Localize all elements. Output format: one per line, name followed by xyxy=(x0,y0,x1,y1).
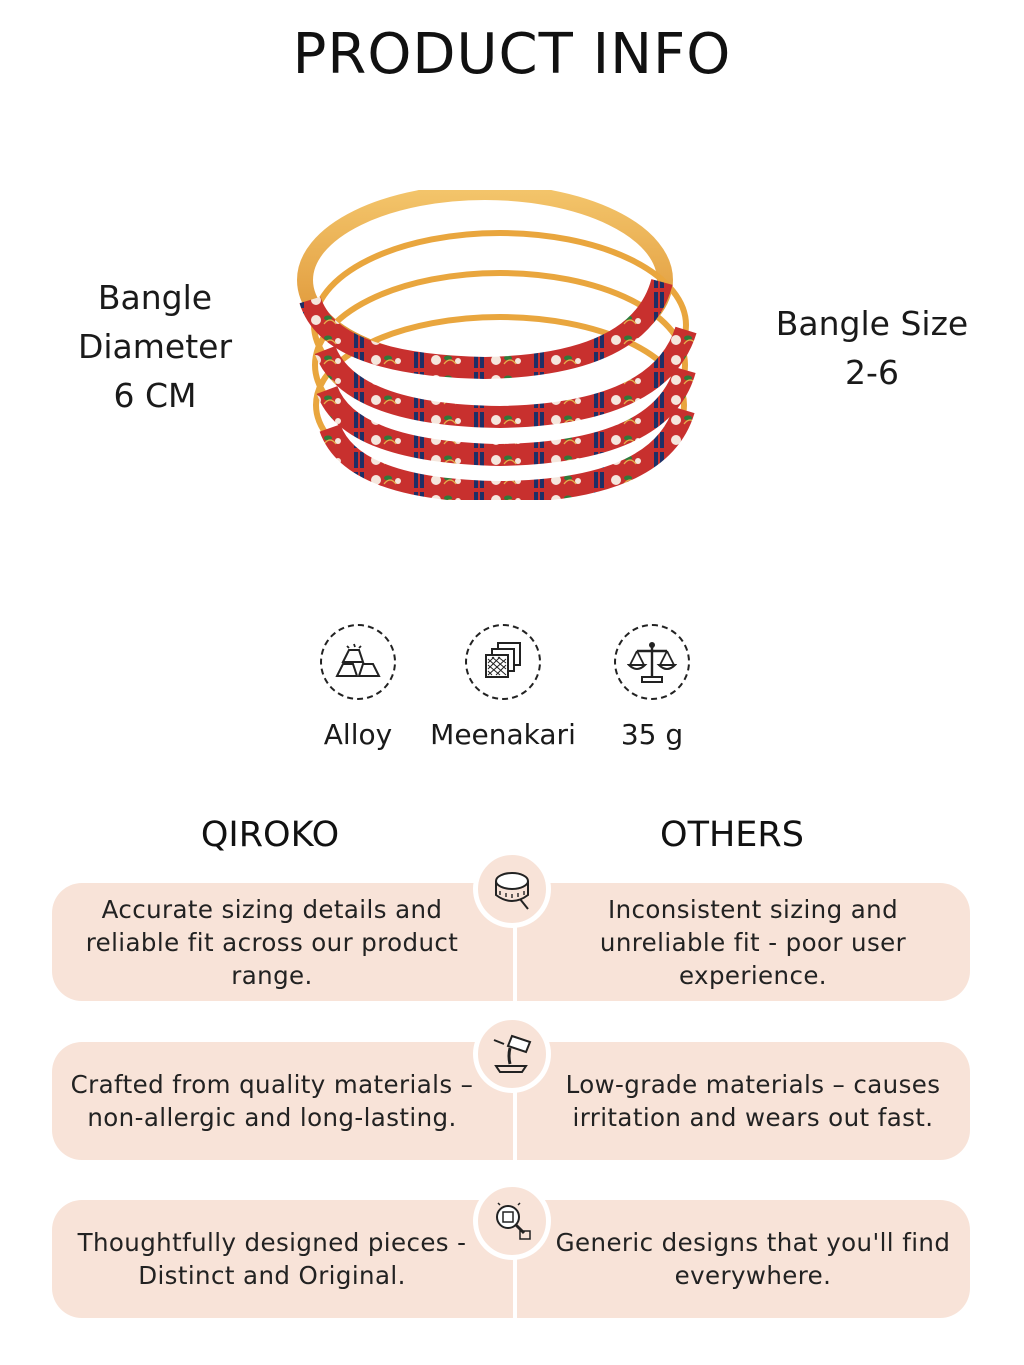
row-divider xyxy=(513,883,517,1001)
brand-point: Accurate sizing details and reliable fit… xyxy=(85,894,459,990)
bangle-stack xyxy=(297,190,697,500)
brand-point: Thoughtfully designed pieces - Distinct … xyxy=(77,1228,467,1290)
magnifier-design-icon xyxy=(473,1182,551,1260)
others-point: Generic designs that you'll find everywh… xyxy=(555,1228,951,1290)
others-heading: OTHERS xyxy=(660,815,804,855)
molten-metal-pour-icon xyxy=(473,1015,551,1093)
gold-bars-icon xyxy=(320,624,396,700)
others-point: Inconsistent sizing and unreliable fit -… xyxy=(599,894,907,990)
size-value: 2-6 xyxy=(845,353,899,392)
diameter-value: 6 CM xyxy=(113,376,197,415)
bangles-product-image xyxy=(297,190,697,500)
feature-weight: 35 g xyxy=(577,624,727,751)
bangle-size-spec: Bangle Size 2-6 xyxy=(760,299,984,397)
size-line-1: Bangle Size xyxy=(775,304,969,343)
others-point: Low-grade materials – causes irritation … xyxy=(565,1070,941,1132)
diameter-line-1: Bangle xyxy=(97,278,213,317)
brand-heading: QIROKO xyxy=(200,815,340,855)
bangle-diameter-spec: Bangle Diameter 6 CM xyxy=(45,273,265,420)
diameter-line-2: Diameter xyxy=(77,327,233,366)
balance-scale-icon xyxy=(614,624,690,700)
feature-craft: Meenakari xyxy=(428,624,578,751)
feature-label: 35 g xyxy=(620,718,684,751)
feature-label: Alloy xyxy=(323,718,393,751)
feature-material: Alloy xyxy=(283,624,433,751)
page-title: PRODUCT INFO xyxy=(292,22,732,87)
row-divider xyxy=(513,1042,517,1160)
measuring-tape-icon xyxy=(473,850,551,928)
fabric-layers-icon xyxy=(465,624,541,700)
brand-point: Crafted from quality materials – non-all… xyxy=(70,1070,474,1132)
feature-label: Meenakari xyxy=(430,718,576,751)
